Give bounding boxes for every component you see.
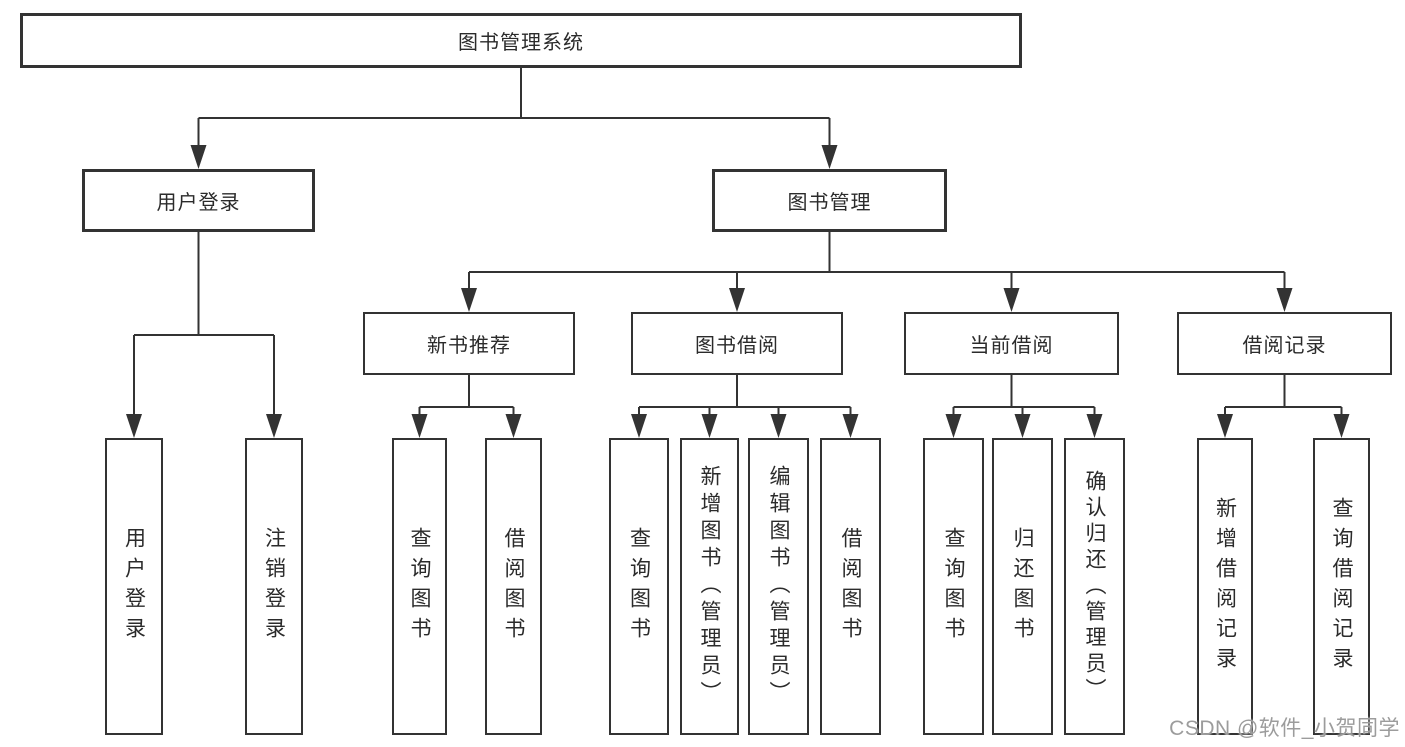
- leaf-cb-confirm-return-admin-label: 确认归还（管理员）: [1083, 469, 1106, 704]
- leaf-br-query-record-label: 查询借阅记录: [1330, 496, 1353, 677]
- node-new-book-recommend: 新书推荐: [363, 312, 575, 375]
- arrow-leaf-user-login: [126, 414, 142, 438]
- leaf-rec-borrow-books: 借阅图书: [485, 438, 542, 735]
- connector-root-to-level2: [197, 68, 831, 148]
- leaf-rec-borrow-books-label: 借阅图书: [502, 526, 525, 647]
- node-borrowing-records: 借阅记录: [1177, 312, 1392, 375]
- node-user-login-label: 用户登录: [156, 192, 241, 214]
- connector-new-book-group: [418, 375, 515, 417]
- node-new-book-recommend-label: 新书推荐: [427, 335, 511, 357]
- leaf-user-login: 用户登录: [105, 438, 163, 735]
- connector-current-borrow-group: [952, 375, 1096, 417]
- leaf-cb-return-book-label: 归还图书: [1011, 526, 1034, 647]
- node-book-management-label: 图书管理: [787, 192, 872, 214]
- leaf-bb-edit-book-admin: 编辑图书（管理员）: [748, 438, 809, 735]
- arrow-bb-borrow-books: [842, 414, 859, 438]
- node-borrowing-records-label: 借阅记录: [1242, 335, 1327, 357]
- leaf-bb-add-book-admin-label: 新增图书（管理员）: [698, 465, 721, 708]
- arrow-book-management: [821, 145, 838, 169]
- leaf-bb-query-books: 查询图书: [609, 438, 669, 735]
- arrow-new-book-recommend: [461, 288, 477, 312]
- node-book-management: 图书管理: [712, 169, 947, 232]
- arrow-br-add-record: [1217, 414, 1233, 438]
- leaf-bb-borrow-books: 借阅图书: [820, 438, 881, 735]
- leaf-br-query-record: 查询借阅记录: [1313, 438, 1370, 735]
- node-current-borrowing-label: 当前借阅: [969, 335, 1054, 357]
- arrow-current-borrowing: [1003, 288, 1020, 312]
- leaf-cb-query-books-label: 查询图书: [942, 526, 965, 647]
- arrowheads: [126, 145, 1350, 438]
- node-book-borrowing: 图书借阅: [631, 312, 843, 375]
- leaf-logout: 注销登录: [245, 438, 303, 735]
- connector-book-borrow-group: [638, 375, 852, 417]
- leaf-br-add-record-label: 新增借阅记录: [1213, 496, 1237, 677]
- connector-borrow-record-group: [1224, 375, 1343, 417]
- leaf-bb-query-books-label: 查询图书: [627, 526, 651, 647]
- arrow-rec-query-books: [411, 414, 428, 438]
- arrow-bb-add-book: [701, 414, 718, 438]
- leaf-rec-query-books: 查询图书: [392, 438, 447, 735]
- arrow-cb-query-books: [945, 414, 962, 438]
- node-book-borrowing-label: 图书借阅: [695, 335, 779, 357]
- leaf-rec-query-books-label: 查询图书: [408, 526, 431, 647]
- node-user-login: 用户登录: [82, 169, 315, 232]
- leaf-user-login-label: 用户登录: [122, 526, 146, 647]
- connector-book-management-group: [468, 232, 1286, 291]
- arrow-cb-return-book: [1014, 414, 1031, 438]
- arrow-book-borrowing: [729, 288, 745, 312]
- arrow-leaf-logout: [266, 414, 282, 438]
- leaf-cb-return-book: 归还图书: [992, 438, 1053, 735]
- arrow-bb-edit-book: [770, 414, 787, 438]
- leaf-bb-borrow-books-label: 借阅图书: [839, 526, 862, 647]
- connector-user-login-group: [133, 232, 275, 417]
- leaf-cb-query-books: 查询图书: [923, 438, 984, 735]
- leaf-logout-label: 注销登录: [262, 526, 286, 647]
- node-library-system-label: 图书管理系统: [458, 32, 584, 54]
- leaf-bb-edit-book-admin-label: 编辑图书（管理员）: [767, 465, 790, 708]
- arrow-bb-query-books: [631, 414, 647, 438]
- arrow-user-login: [190, 145, 207, 169]
- arrow-rec-borrow-books: [505, 414, 522, 438]
- leaf-bb-add-book-admin: 新增图书（管理员）: [680, 438, 739, 735]
- node-library-system: 图书管理系统: [20, 13, 1022, 68]
- arrow-cb-confirm-return: [1086, 414, 1103, 438]
- node-current-borrowing: 当前借阅: [904, 312, 1119, 375]
- arrow-br-query-record: [1333, 414, 1350, 438]
- arrow-borrowing-records: [1276, 288, 1293, 312]
- csdn-watermark: CSDN @软件_小贺同学: [1169, 717, 1400, 740]
- leaf-br-add-record: 新增借阅记录: [1197, 438, 1253, 735]
- leaf-cb-confirm-return-admin: 确认归还（管理员）: [1064, 438, 1125, 735]
